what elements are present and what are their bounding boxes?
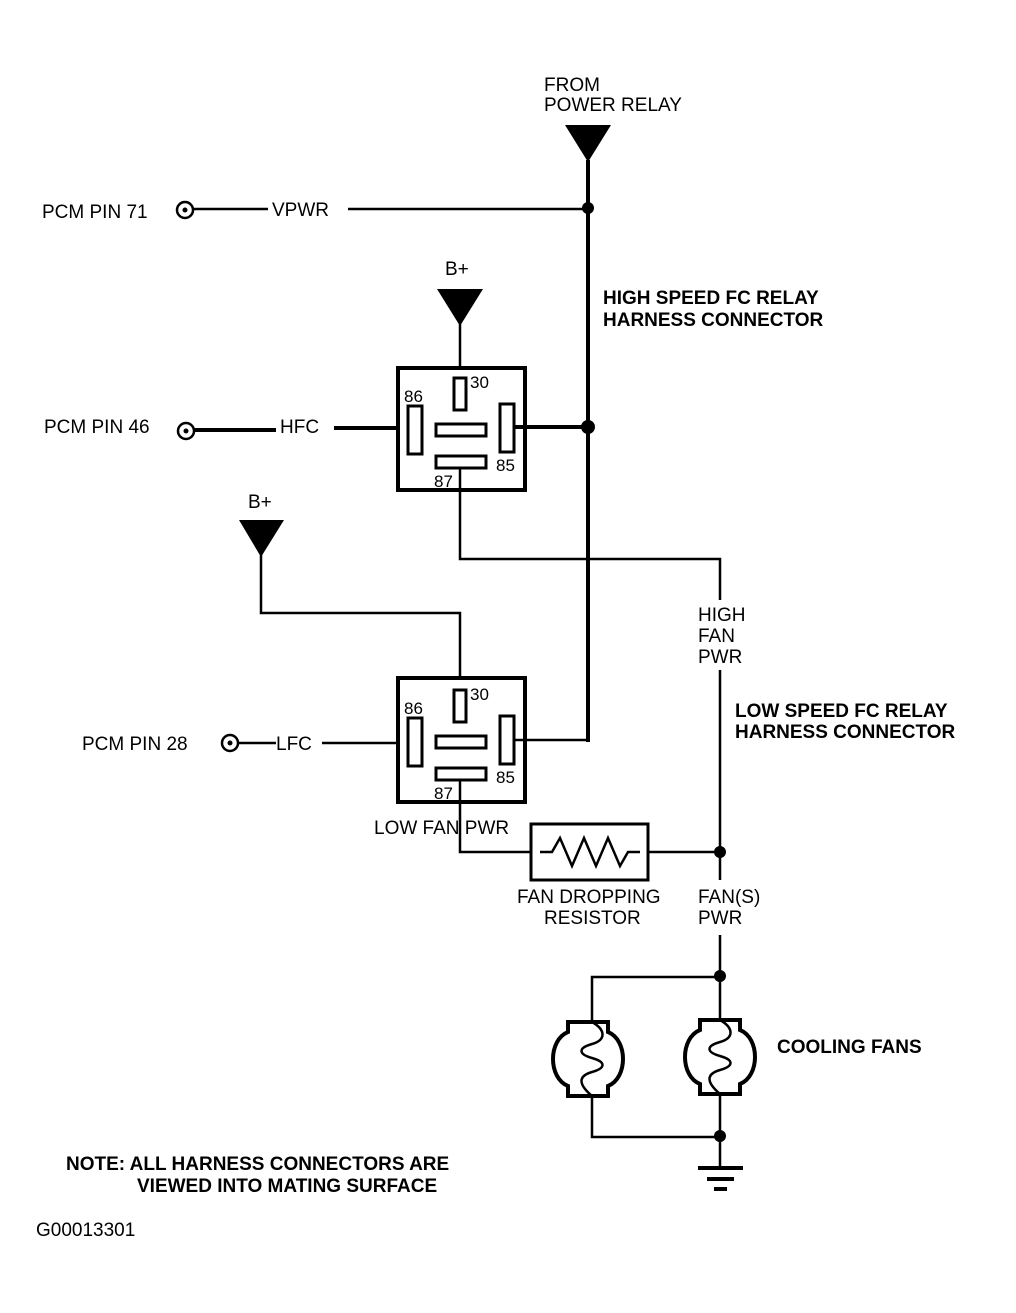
vpwr-label: VPWR <box>272 200 329 221</box>
terminal-circle-icon <box>220 733 240 753</box>
pin-87-label: 87 <box>434 472 453 491</box>
junction-dot <box>714 846 726 858</box>
fan-motor-icon <box>683 1018 757 1096</box>
pin-86-label: 86 <box>404 699 423 718</box>
from-power-relay-label-2: POWER RELAY <box>544 95 682 116</box>
fan-motor-icon <box>551 1020 625 1098</box>
high-fan-pwr-label-2: FAN <box>698 626 735 647</box>
resistor-label-2: RESISTOR <box>544 908 641 929</box>
note-text-2: VIEWED INTO MATING SURFACE <box>137 1176 437 1197</box>
pin-86-label: 86 <box>404 387 423 406</box>
fans-pwr-label-2: PWR <box>698 908 742 929</box>
terminal-circle-icon <box>176 421 196 441</box>
resistor-icon <box>529 822 650 882</box>
high-speed-relay-label: HIGH SPEED FC RELAY <box>603 288 819 309</box>
pcm-pin-28-label: PCM PIN 28 <box>82 734 188 755</box>
high-speed-relay-icon: 30 86 85 87 <box>396 366 527 492</box>
junction-dot <box>581 420 595 434</box>
high-fan-pwr-label: HIGH <box>698 605 746 626</box>
low-speed-relay-label: LOW SPEED FC RELAY <box>735 701 948 722</box>
from-power-relay-label: FROM <box>544 75 600 96</box>
junction-dot <box>582 202 594 214</box>
cooling-fans-label: COOLING FANS <box>777 1037 922 1058</box>
pin-87-label: 87 <box>434 784 453 803</box>
pin-30-label: 30 <box>470 685 489 704</box>
power-triangle-icon <box>239 520 284 557</box>
junction-dot <box>714 1130 726 1142</box>
high-fan-pwr-label-3: PWR <box>698 647 742 668</box>
low-speed-relay-label-2: HARNESS CONNECTOR <box>735 722 956 743</box>
fans-pwr-label: FAN(S) <box>698 887 760 908</box>
note-text: NOTE: ALL HARNESS CONNECTORS ARE <box>66 1154 449 1175</box>
terminal-circle-icon <box>175 200 195 220</box>
bplus-label: B+ <box>445 259 469 280</box>
pin-30-label: 30 <box>470 373 489 392</box>
hfc-label: HFC <box>280 417 319 438</box>
high-speed-relay-label-2: HARNESS CONNECTOR <box>603 310 824 331</box>
low-fan-pwr-label: LOW FAN PWR <box>374 818 509 839</box>
bplus-label: B+ <box>248 492 272 513</box>
resistor-label: FAN DROPPING <box>517 887 661 908</box>
pin-85-label: 85 <box>496 456 515 475</box>
high-fan-pwr-wire <box>458 468 722 600</box>
low-speed-relay-icon: 30 86 85 87 <box>396 676 527 804</box>
power-triangle-icon <box>437 289 483 326</box>
pcm-pin-71-label: PCM PIN 71 <box>42 202 148 223</box>
ground-icon <box>698 1166 743 1191</box>
pin-85-label: 85 <box>496 768 515 787</box>
lfc-label: LFC <box>276 734 312 755</box>
figure-id: G00013301 <box>36 1220 135 1241</box>
power-triangle-icon <box>565 125 611 162</box>
pcm-pin-46-label: PCM PIN 46 <box>44 417 150 438</box>
